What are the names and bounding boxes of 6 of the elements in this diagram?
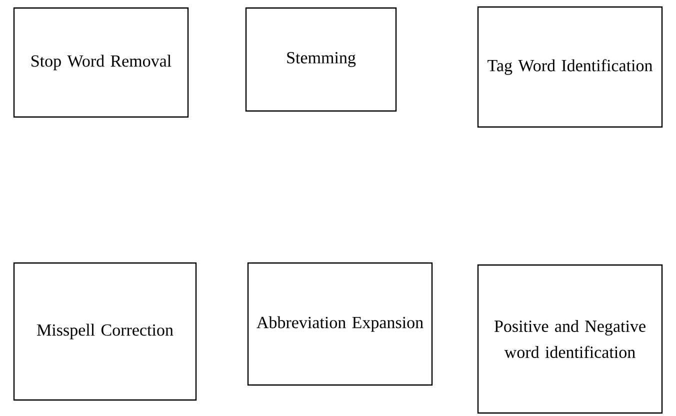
process-box: Misspell Correction <box>13 262 197 401</box>
process-box: Tag Word Identification <box>477 6 663 128</box>
process-box: Stemming <box>245 7 397 112</box>
process-box: Stop Word Removal <box>13 7 189 118</box>
process-box: Positive and Negative word identification <box>477 264 663 414</box>
process-box: Abbreviation Expansion <box>247 262 433 386</box>
